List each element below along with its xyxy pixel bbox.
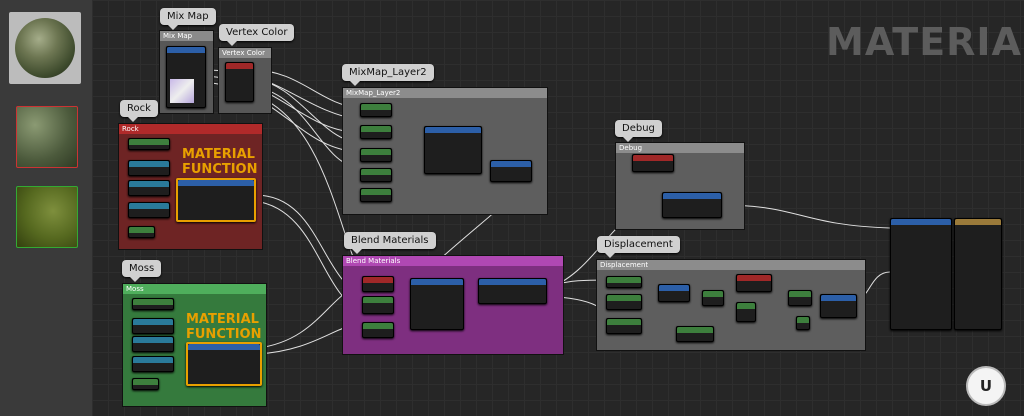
group-header-mixmap-layer2: MixMap_Layer2 [343,88,547,98]
group-header-mix-map: Mix Map [160,31,213,41]
node-blend-param-2[interactable] [362,296,394,314]
node-mix-map-texture[interactable] [166,46,206,108]
comment-bubble-debug[interactable]: Debug [615,120,662,142]
node-rock-param-2[interactable] [128,160,170,176]
node-mixmap-layer-2[interactable] [360,125,392,139]
comment-bubble-blend-materials[interactable]: Blend Materials [344,232,436,254]
material-preview-sphere[interactable] [9,12,81,84]
comment-bubble-moss[interactable]: Moss [122,260,162,282]
comment-bubble-vertex-color[interactable]: Vertex Color [219,24,295,46]
node-disp-param-5[interactable] [736,274,772,292]
node-mixmap-output[interactable] [490,160,532,182]
node-disp-param-2[interactable] [606,294,642,310]
texture-thumbnail-rock[interactable] [16,106,78,168]
node-disp-output[interactable] [820,294,857,318]
node-rock-param-4[interactable] [128,202,170,218]
group-header-vertex-color: Vertex Color [219,48,271,58]
node-mixmap-param-3[interactable] [360,148,392,162]
material-function-label-rock: MATERIAL FUNCTION [182,147,258,177]
node-disp-const[interactable] [796,316,810,330]
node-disp-add[interactable] [736,302,756,322]
material-watermark-title: MATERIAL [826,20,1024,64]
node-vertex-color[interactable] [225,62,254,102]
group-header-rock: Rock [119,124,262,134]
node-mixmap-function[interactable] [424,126,482,174]
unreal-engine-logo-icon: U [966,366,1006,406]
node-disp-multiply-2[interactable] [788,290,812,306]
node-disp-multiply[interactable] [702,290,724,306]
node-debug-function[interactable] [662,192,722,218]
node-blend-param-3[interactable] [362,322,394,338]
node-disp-param-3[interactable] [606,318,642,334]
comment-bubble-displacement[interactable]: Displacement [597,236,680,258]
node-moss-param-3[interactable] [132,336,174,352]
node-blend-height-lerp[interactable] [410,278,464,330]
preview-panel [0,0,93,416]
node-mixmap-param-5[interactable] [360,188,392,202]
material-function-label-moss: MATERIAL FUNCTION [186,312,262,342]
group-header-displacement: Displacement [597,260,865,270]
comment-bubble-rock[interactable]: Rock [120,100,158,122]
group-header-moss: Moss [123,284,266,294]
node-material-result[interactable] [954,218,1002,330]
node-blend-param-1[interactable] [362,276,394,292]
texture-preview [170,79,194,103]
node-blend-output[interactable] [478,278,547,304]
node-rock-param-3[interactable] [128,180,170,196]
node-debug-param[interactable] [632,154,674,172]
group-header-debug: Debug [616,143,744,153]
node-moss-param-4[interactable] [132,356,174,372]
node-rock-param-1[interactable] [128,138,170,150]
node-mixmap-param-4[interactable] [360,168,392,182]
node-mixmap-layer-1[interactable] [360,103,392,117]
texture-thumbnail-moss[interactable] [16,186,78,248]
node-moss-param-5[interactable] [132,378,159,390]
node-disp-param-4[interactable] [676,326,714,342]
node-rock-material-function[interactable] [176,178,256,222]
node-rock-param-5[interactable] [128,226,155,238]
node-disp-clamp[interactable] [658,284,690,302]
node-moss-param-2[interactable] [132,318,174,334]
node-material-attributes[interactable] [890,218,952,330]
node-moss-param-1[interactable] [132,298,174,310]
node-moss-material-function[interactable] [186,342,262,386]
comment-bubble-mix-map[interactable]: Mix Map [160,8,216,30]
node-disp-param-1[interactable] [606,276,642,288]
comment-bubble-mixmap-layer2[interactable]: MixMap_Layer2 [342,64,434,86]
group-header-blend-materials: Blend Materials [343,256,563,266]
